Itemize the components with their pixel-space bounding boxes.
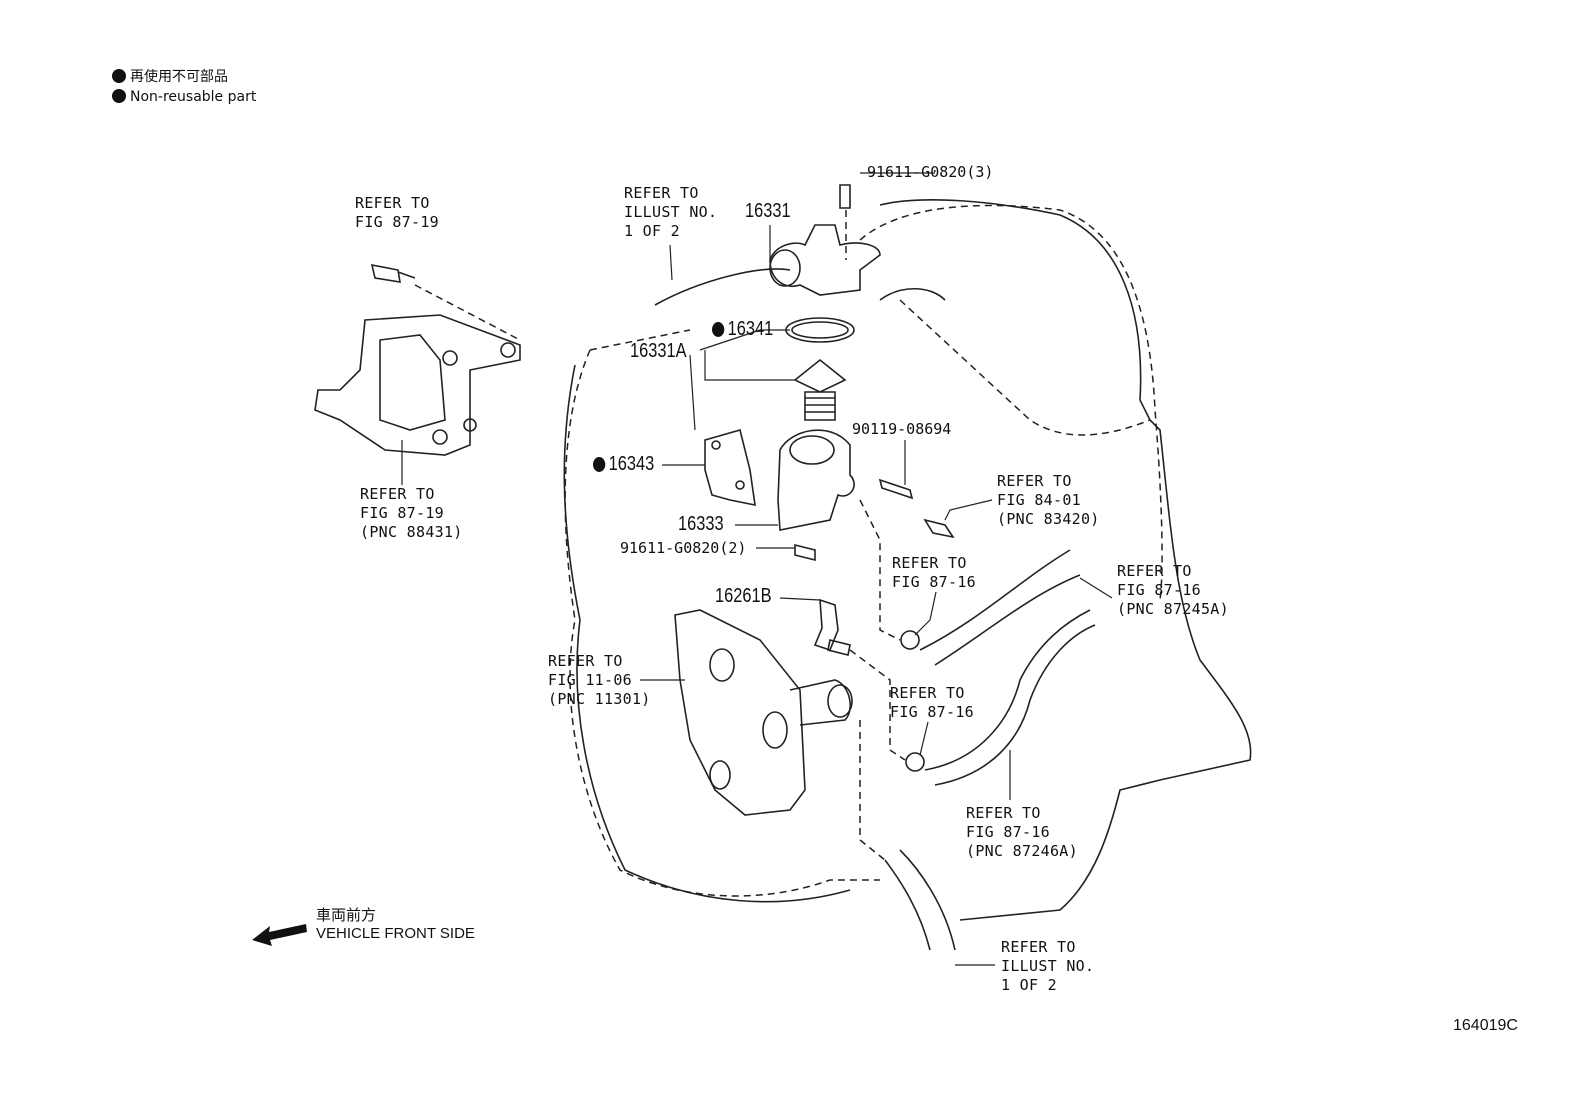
engine-body-left	[563, 364, 851, 903]
clamp-lower-illustration	[905, 752, 925, 772]
housing-gasket-illustration	[704, 429, 756, 507]
bracket-bolt-line	[414, 284, 521, 341]
legend-jp: 再使用不可部品	[112, 66, 228, 86]
legend-en-text: Non-reusable part	[130, 89, 257, 105]
non-reusable-dot-icon	[712, 322, 725, 337]
thermostat-illustration	[793, 358, 847, 421]
part-16341-label: 16341	[727, 318, 774, 340]
non-reusable-dot-icon	[593, 457, 606, 472]
ref-illust-top[interactable]: REFER TO ILLUST NO. 1 OF 2	[624, 184, 718, 240]
ref-fig8719-top[interactable]: REFER TO FIG 87-19	[355, 194, 439, 231]
bolt-mid-illustration	[794, 543, 816, 562]
engine-bracket-illustration	[314, 263, 521, 456]
hose-upper-illustration	[919, 549, 1081, 666]
ref-fig8719-bottom[interactable]: REFER TO FIG 87-19 (PNC 88431)	[360, 485, 463, 541]
engine-body-right	[879, 198, 1252, 921]
non-reusable-dot-icon	[112, 69, 126, 83]
temp-sensor-illustration	[923, 518, 955, 539]
engine-hidden-edge	[589, 299, 1151, 436]
water-pump-cover-illustration	[674, 609, 853, 816]
part-16261B[interactable]: 16261B	[715, 585, 772, 607]
legend-jp-text: 再使用不可部品	[130, 69, 228, 85]
part-16331A[interactable]: 16331A	[630, 340, 687, 362]
legend-en: Non-reusable part	[112, 89, 256, 105]
bypass-pipe-illustration	[813, 598, 839, 651]
ref-illust-bottom[interactable]: REFER TO ILLUST NO. 1 OF 2	[1001, 938, 1095, 994]
ref-fig8716-pnc245[interactable]: REFER TO FIG 87-16 (PNC 87245A)	[1117, 562, 1229, 618]
stud-bolt-illustration	[878, 478, 914, 500]
part-bolt-top[interactable]: 91611-G0820(3)	[867, 163, 994, 181]
part-bolt-mid[interactable]: 91611-G0820(2)	[620, 539, 747, 557]
part-16343-label: 16343	[608, 453, 655, 475]
direction-en: VEHICLE FRONT SIDE	[316, 925, 475, 942]
part-16333[interactable]: 16333	[678, 513, 724, 535]
ref-fig8401[interactable]: REFER TO FIG 84-01 (PNC 83420)	[997, 472, 1100, 528]
ref-fig8716-a[interactable]: REFER TO FIG 87-16	[892, 554, 976, 591]
part-16331[interactable]: 16331	[745, 200, 791, 222]
non-reusable-dot-icon	[112, 89, 126, 103]
part-16343[interactable]: 16343	[593, 453, 654, 476]
part-stud[interactable]: 90119-08694	[852, 420, 952, 438]
water-outlet-illustration	[769, 184, 881, 296]
figure-code: 164019C	[1453, 1017, 1518, 1034]
part-16341[interactable]: 16341	[712, 318, 773, 341]
hose-lower-illustration	[924, 609, 1096, 786]
hose-bottom-illustration	[884, 849, 956, 951]
arrow-left-icon	[252, 924, 307, 946]
engine-outline	[564, 204, 1163, 897]
ref-fig1106[interactable]: REFER TO FIG 11-06 (PNC 11301)	[548, 652, 651, 708]
engine-top-edge	[654, 268, 946, 306]
clamp-upper-illustration	[900, 630, 920, 650]
ref-fig8716-pnc246[interactable]: REFER TO FIG 87-16 (PNC 87246A)	[966, 804, 1078, 860]
water-inlet-illustration	[777, 429, 855, 531]
direction-jp: 車両前方	[316, 907, 377, 924]
ref-fig8716-b[interactable]: REFER TO FIG 87-16	[890, 684, 974, 721]
